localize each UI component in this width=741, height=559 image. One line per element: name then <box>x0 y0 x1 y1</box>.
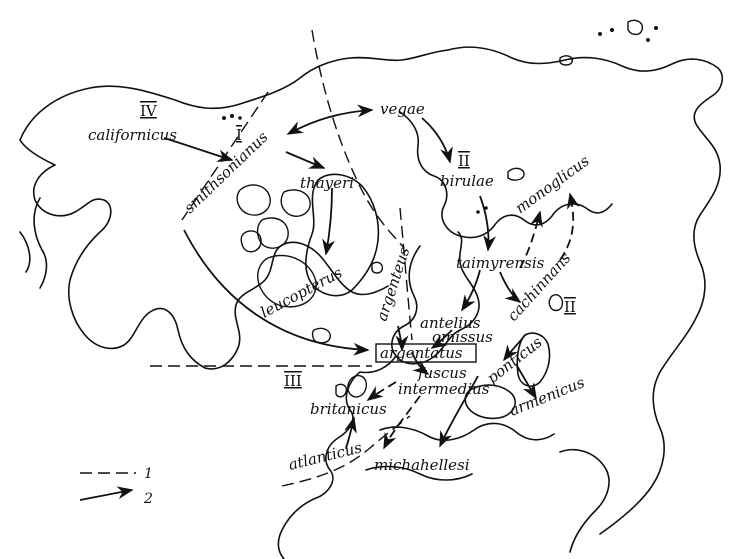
sakhalin <box>548 294 564 312</box>
legend-route-arrow <box>79 486 134 501</box>
label-intermedius: intermedius <box>398 380 490 398</box>
canadian-archipelago-3 <box>280 189 311 217</box>
zone-boundaries <box>150 29 413 487</box>
zone-i: I <box>236 126 242 144</box>
islet-2 <box>230 114 234 118</box>
label-leucopterus: leucopterus <box>257 263 345 321</box>
svalbard <box>371 261 384 274</box>
british-isles <box>347 374 367 398</box>
canadian-archipelago-4 <box>240 230 262 253</box>
islet-3 <box>238 116 242 120</box>
taxon-labels: californicus smithsonianus thayeri vegae… <box>88 100 593 474</box>
label-vegae: vegae <box>380 100 425 118</box>
label-smithsonianus: smithsonianus <box>180 128 272 217</box>
boundary-americas <box>311 29 405 249</box>
route-thayeri-leucopterus <box>322 187 335 256</box>
label-antelius: antelius <box>420 314 481 332</box>
label-michahellesi: michahellesi <box>374 456 470 474</box>
route-smithsonianus-vegae <box>286 104 374 135</box>
route-cachinnans-mongolicus-east <box>559 192 580 261</box>
alaska-peninsula <box>19 197 48 289</box>
route-fuscus-michahellesi <box>383 395 421 450</box>
label-taimyrensis: taimyrensis <box>456 254 545 272</box>
scandinavia <box>391 231 480 365</box>
label-britanicus: britanicus <box>310 400 387 418</box>
label-atlanticus: atlanticus <box>287 438 364 474</box>
route-smithsonianus-thayeri <box>285 151 326 169</box>
migration-routes <box>163 104 580 450</box>
argentatus-frame <box>375 343 477 363</box>
iceland <box>311 327 331 344</box>
ireland <box>335 383 348 398</box>
novaya-zemlya <box>507 167 525 181</box>
boundary-eurasia <box>399 207 413 341</box>
greenland <box>305 173 380 297</box>
route-ponticus-michahellesi <box>439 375 479 448</box>
zone-iv: IV <box>140 102 158 120</box>
eurasia-north-coast <box>447 46 724 535</box>
mediterranean-coast <box>365 422 555 481</box>
label-thayeri: thayeri <box>300 174 354 192</box>
canadian-archipelago-1 <box>236 184 271 216</box>
zone-ii-north: II <box>458 152 470 170</box>
route-cachinnans-ponticus <box>503 333 527 362</box>
new-siberian-islands <box>627 19 643 36</box>
route-intermedius-britanicus <box>366 381 397 401</box>
north-america-coast <box>19 49 449 369</box>
western-europe-africa <box>277 355 397 559</box>
zone-iii: III <box>284 372 302 390</box>
label-omissus: omissus <box>432 328 493 346</box>
route-californicus-smithsonianus <box>163 137 234 163</box>
canadian-archipelago-2 <box>256 217 289 249</box>
route-ponticus-armenicus <box>515 363 537 400</box>
caspian-sea <box>516 332 551 387</box>
route-taimyrensis-antelius <box>461 269 481 312</box>
route-omissus-argentatus <box>430 329 453 349</box>
islet-6 <box>646 38 650 42</box>
islet-4 <box>598 32 602 36</box>
label-fuscus: fuscus <box>417 364 467 382</box>
route-birulae-taimyrensis <box>479 195 497 252</box>
middle-east-coast <box>559 448 610 553</box>
route-atlanticus-britanicus <box>344 416 357 449</box>
zone-labels: IV I II II III <box>140 102 576 390</box>
label-birulae: birulae <box>440 172 494 190</box>
label-armenicus: armenicus <box>507 373 588 420</box>
islet-7 <box>654 26 658 30</box>
islet-5 <box>610 28 614 32</box>
coastlines <box>19 46 724 559</box>
legend-boundary-key: 1 <box>144 466 153 482</box>
route-cachinnans-mongolicus <box>519 210 543 269</box>
legend: 1 2 <box>79 466 153 507</box>
label-californicus: californicus <box>88 126 177 144</box>
legend-route-key: 2 <box>143 491 153 507</box>
baffin-island <box>257 254 317 308</box>
label-argentatus: argentatus <box>380 344 463 362</box>
route-argentatus-fuscus <box>411 351 430 375</box>
route-taimyrensis-cachinnans <box>499 271 522 303</box>
route-vegae-birulae <box>421 117 453 164</box>
islet-8 <box>476 210 480 214</box>
label-mongolicus: monoglicus <box>512 151 593 217</box>
canadian-mainland <box>204 241 389 370</box>
islet-1 <box>222 116 226 120</box>
zone-ii-south: II <box>564 298 576 316</box>
islands <box>222 19 658 398</box>
route-smithsonianus-argentatus <box>183 229 370 356</box>
wrangel-island <box>559 55 573 66</box>
route-argenteus-argentatus <box>395 325 409 352</box>
